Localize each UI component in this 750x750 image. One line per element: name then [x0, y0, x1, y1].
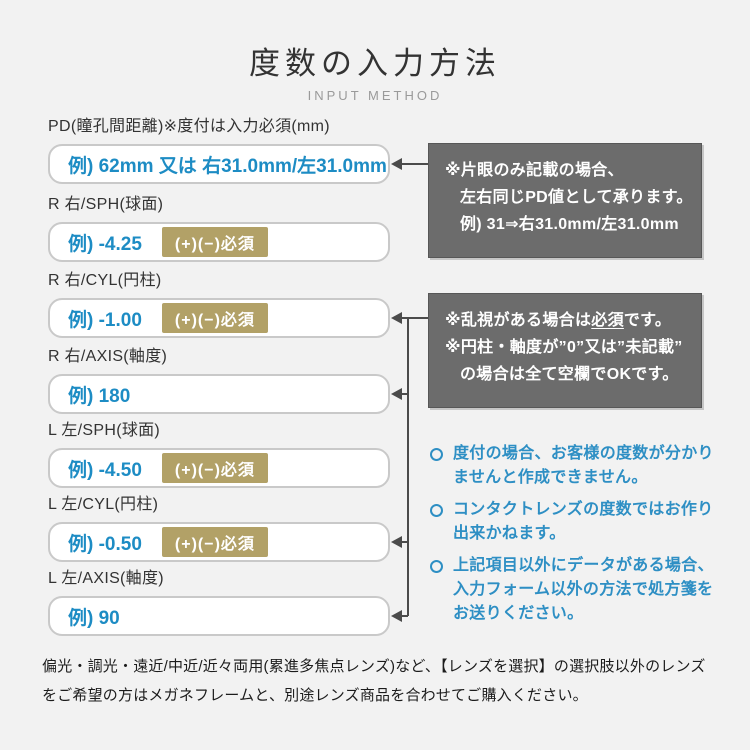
page-title: 度数の入力方法: [249, 46, 501, 81]
callout-line: 例) 31⇒右31.0mm/左31.0mm: [460, 216, 679, 233]
notes-list: 度付の場合、お客様の度数が分かりませんと作成できません。 コンタクトレンズの度数…: [428, 442, 720, 634]
field-label: R 右/AXIS(軸度): [48, 348, 168, 365]
pd-note-callout: ※片眼のみ記載の場合、 左右同じPD値として承ります。 例) 31⇒右31.0m…: [428, 143, 702, 258]
footer-note: 偏光・調光・遠近/中近/近々両用(累進多焦点レンズ)など、【レンズを選択】の選択…: [42, 658, 706, 704]
field-row: R 右/AXIS(軸度) 例) 180: [48, 346, 390, 414]
example-value: 例) -4.50: [68, 459, 142, 481]
field-row: PD(瞳孔間距離)※度付は入力必須(mm) 例) 62mm 又は 右31.0mm…: [48, 116, 390, 184]
field-row: R 右/CYL(円柱) 例) -1.00 (+)(−)必須: [48, 270, 390, 338]
callout-line: 左右同じPD値として承ります。: [460, 189, 693, 206]
required-sign-badge: (+)(−)必須: [161, 303, 268, 333]
field-label: L 左/CYL(円柱): [48, 496, 159, 513]
note-text: 上記項目以外にデータがある場合、入力フォーム以外の方法で処方箋をお送りください。: [453, 557, 714, 622]
field-label: L 左/AXIS(軸度): [48, 570, 164, 587]
example-input-box[interactable]: 例) -0.50 (+)(−)必須: [48, 522, 390, 562]
circle-bullet-icon: [430, 504, 443, 517]
field-label: PD(瞳孔間距離)※度付は入力必須(mm): [48, 118, 330, 135]
callout-line: ※乱視がある場合は必須です。: [445, 312, 672, 329]
field-label: L 左/SPH(球面): [48, 422, 161, 439]
callout-line: ※片眼のみ記載の場合、: [445, 162, 624, 179]
example-input-box[interactable]: 例) -4.50 (+)(−)必須: [48, 448, 390, 488]
example-value: 例) -0.50: [68, 533, 142, 555]
note-text: コンタクトレンズの度数ではお作り出来かねます。: [453, 501, 714, 542]
field-label: R 右/CYL(円柱): [48, 272, 162, 289]
required-sign-badge: (+)(−)必須: [161, 527, 268, 557]
note-item: 度付の場合、お客様の度数が分かりませんと作成できません。: [428, 442, 720, 490]
circle-bullet-icon: [430, 448, 443, 461]
required-sign-badge: (+)(−)必須: [161, 227, 268, 257]
example-value: 例) 180: [68, 385, 131, 407]
example-value: 例) -1.00: [68, 309, 142, 331]
example-input-box[interactable]: 例) -1.00 (+)(−)必須: [48, 298, 390, 338]
callout-line: の場合は全て空欄でOKです。: [460, 366, 679, 383]
note-item: コンタクトレンズの度数ではお作り出来かねます。: [428, 498, 720, 546]
callout-line: ※円柱・軸度が”0”又は”未記載”: [445, 339, 683, 356]
circle-bullet-icon: [430, 560, 443, 573]
cyl-axis-note-callout: ※乱視がある場合は必須です。 ※円柱・軸度が”0”又は”未記載” の場合は全て空…: [428, 293, 702, 408]
field-label: R 右/SPH(球面): [48, 196, 164, 213]
required-sign-badge: (+)(−)必須: [161, 453, 268, 483]
example-input-box[interactable]: 例) 90: [48, 596, 390, 636]
page-subtitle: INPUT METHOD: [307, 88, 443, 103]
field-row: L 左/AXIS(軸度) 例) 90: [48, 568, 390, 636]
note-text: 度付の場合、お客様の度数が分かりませんと作成できません。: [453, 445, 714, 486]
example-input-box[interactable]: 例) 62mm 又は 右31.0mm/左31.0mm: [48, 144, 390, 184]
note-item: 上記項目以外にデータがある場合、入力フォーム以外の方法で処方箋をお送りください。: [428, 554, 720, 626]
field-row: L 左/CYL(円柱) 例) -0.50 (+)(−)必須: [48, 494, 390, 562]
example-input-box[interactable]: 例) 180: [48, 374, 390, 414]
field-row: L 左/SPH(球面) 例) -4.50 (+)(−)必須: [48, 420, 390, 488]
field-row: R 右/SPH(球面) 例) -4.25 (+)(−)必須: [48, 194, 390, 262]
example-value: 例) 90: [68, 607, 120, 629]
example-value: 例) 62mm 又は 右31.0mm/左31.0mm: [68, 155, 387, 177]
example-input-box[interactable]: 例) -4.25 (+)(−)必須: [48, 222, 390, 262]
example-value: 例) -4.25: [68, 233, 142, 255]
